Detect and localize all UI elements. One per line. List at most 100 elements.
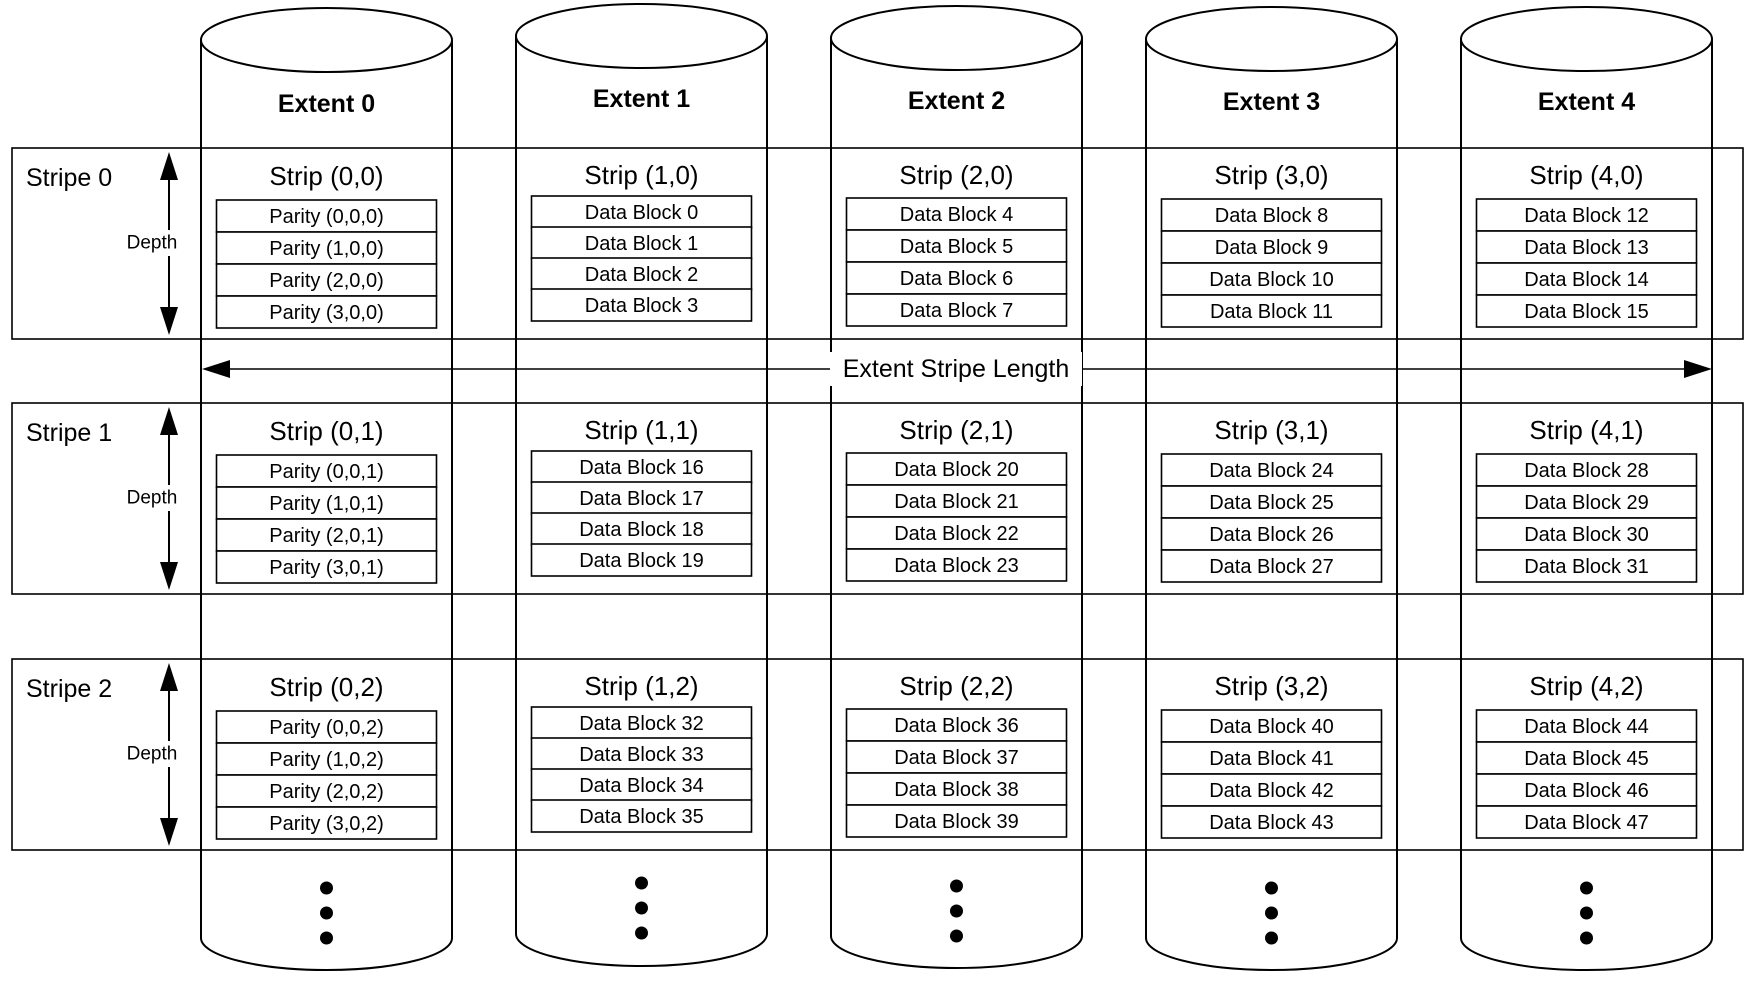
data-block: Data Block 24 [1160,453,1383,487]
block-label: Data Block 38 [894,779,1019,801]
strip-title: Strip (1,2) [584,671,698,701]
ellipsis-dot [1265,931,1278,945]
block-label: Data Block 29 [1524,492,1649,514]
ellipsis-dot [635,876,648,890]
block-cell [1475,294,1698,328]
ellipsis-dot [1265,906,1278,920]
data-block: Data Block 41 [1160,741,1383,775]
block-cell [1475,262,1698,296]
block-label: Data Block 19 [579,550,704,572]
block-label: Data Block 24 [1209,460,1334,482]
block-label: Data Block 7 [900,300,1013,322]
data-block: Data Block 11 [1160,294,1383,328]
block-label: Data Block 32 [579,713,704,735]
data-block: Data Block 35 [530,799,753,833]
block-cell [215,295,438,329]
block-cell [845,804,1068,838]
depth-label-bg [125,485,179,511]
ellipsis-dot [1580,906,1593,920]
stripe-label: Stripe 2 [26,675,112,703]
data-block: Data Block 15 [1475,294,1698,328]
block-label: Data Block 3 [585,295,698,317]
block-label: Data Block 39 [894,811,1019,833]
arrow-up-icon [160,152,178,180]
block-cell [530,737,753,771]
strip-title: Strip (3,1) [1214,415,1328,445]
stripe-outline [11,147,1744,340]
stripe-band [11,402,1744,595]
block-cell [845,197,1068,231]
data-block: Data Block 36 [845,708,1068,742]
data-block: Data Block 30 [1475,517,1698,551]
block-label: Data Block 5 [900,236,1013,258]
data-block: Data Block 26 [1160,517,1383,551]
data-block: Data Block 46 [1475,773,1698,807]
data-block: Data Block 20 [845,452,1068,486]
data-block: Data Block 18 [530,512,753,546]
block-label: Data Block 6 [900,268,1013,290]
ellipsis-dot [320,931,333,945]
parity-block: Parity (0,0,0) [215,199,438,233]
block-label: Parity (2,0,0) [269,270,383,292]
block-label: Data Block 42 [1209,780,1334,802]
block-label: Data Block 45 [1524,748,1649,770]
arrow-left-icon [202,360,230,378]
ellipsis-dot [1580,931,1593,945]
block-cell [530,543,753,577]
depth-label-bg [125,230,179,256]
data-block: Data Block 40 [1160,709,1383,743]
parity-block: Parity (0,0,2) [215,710,438,744]
depth-label-bg [125,741,179,767]
data-block: Data Block 8 [1160,198,1383,232]
data-block: Data Block 47 [1475,805,1698,839]
block-label: Data Block 15 [1524,301,1649,323]
strip-title: Strip (1,0) [584,160,698,190]
block-label: Parity (3,0,0) [269,302,383,324]
cylinder-top [200,7,453,73]
data-block: Data Block 5 [845,229,1068,263]
data-block: Data Block 32 [530,706,753,740]
stripe-band [11,147,1744,340]
data-block: Data Block 43 [1160,805,1383,839]
block-label: Parity (0,0,2) [269,717,383,739]
block-cell [215,710,438,744]
block-cell [1160,517,1383,551]
block-cell [1475,549,1698,583]
data-block: Data Block 44 [1475,709,1698,743]
block-cell [1160,709,1383,743]
ellipsis-dot [1580,881,1593,895]
block-cell [1160,773,1383,807]
parity-block: Parity (2,0,0) [215,263,438,297]
data-block: Data Block 45 [1475,741,1698,775]
data-block: Data Block 23 [845,548,1068,582]
block-cell [530,481,753,515]
block-label: Parity (2,0,2) [269,781,383,803]
block-label: Data Block 27 [1209,556,1334,578]
ellipsis-dot [950,929,963,943]
block-label: Data Block 30 [1524,524,1649,546]
block-label: Data Block 2 [585,264,698,286]
block-cell [215,550,438,584]
block-cell [845,293,1068,327]
block-cell [1475,230,1698,264]
block-label: Data Block 47 [1524,812,1649,834]
block-cell [1475,453,1698,487]
block-cell [845,516,1068,550]
extent-header: Extent 2 [908,87,1005,115]
block-label: Data Block 14 [1524,269,1649,291]
block-label: Parity (0,0,0) [269,206,383,228]
arrow-up-icon [160,407,178,435]
data-block: Data Block 1 [530,226,753,260]
block-label: Parity (3,0,2) [269,813,383,835]
block-label: Data Block 22 [894,523,1019,545]
block-label: Data Block 33 [579,744,704,766]
strip-title: Strip (2,2) [899,671,1013,701]
data-block: Data Block 3 [530,288,753,322]
extent-header: Extent 4 [1538,88,1635,116]
block-cell [530,799,753,833]
block-cell [1475,198,1698,232]
data-block: Data Block 14 [1475,262,1698,296]
ellipsis-dot [950,904,963,918]
cylinder-top [1145,6,1398,72]
